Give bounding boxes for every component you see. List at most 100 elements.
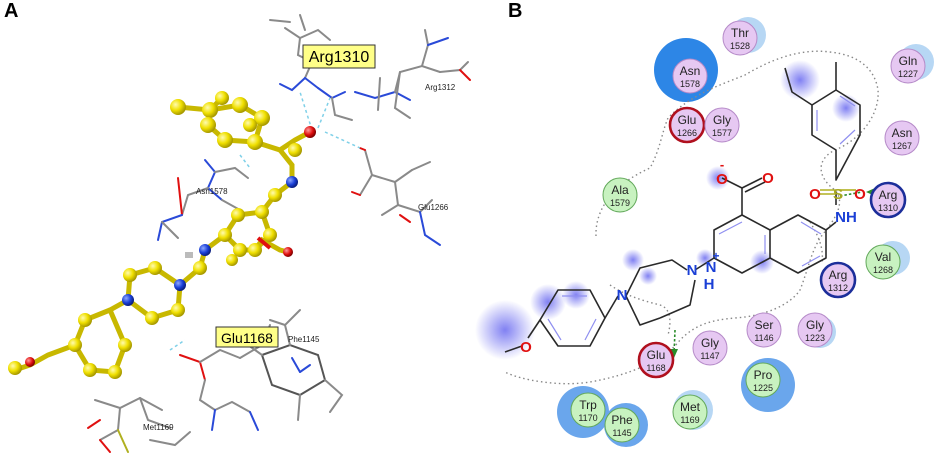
residue-name: Glu [647,348,666,362]
residue-number: 1266 [677,128,697,138]
residue-glu1168: Glu1168 [637,341,675,379]
residue-name: Arg [829,268,848,282]
residue-name: Ser [755,318,774,332]
residue-disc [602,177,638,213]
binding-pocket-outline-inner [609,284,671,336]
residue-met1169: Met1169 [672,394,708,430]
residue-discs: Thr1528Asn1578Glu1266Gly1577Gln1227Asn12… [570,20,926,443]
residue-disc [819,261,857,299]
label-glu1266: Glu1266 [418,203,449,212]
ligand-2d-skeleton [504,62,861,353]
residue-number: 1579 [610,198,630,208]
residue-number: 1267 [892,141,912,151]
residue-number: 1578 [680,79,700,89]
residue-disc [746,312,782,348]
atom-o-methoxy: O [520,339,532,356]
label-met1169: Met1169 [143,423,174,432]
residue-disc [692,330,728,366]
residue-arg1312: Arg1312 [819,261,857,299]
panel-a-label: A [4,0,19,22]
panel-a-binding-pose-3d: Arg1310 Glu1168 Arg1312 Asn1578 Glu1266 … [8,14,471,453]
atom-nh-sulfonamide: NH [835,209,857,226]
residue-disc [745,362,781,398]
atom-n-piperazine-2: N [687,262,698,279]
residue-disc [570,392,606,428]
residue-phe1145-sticks [247,309,344,421]
residue-number: 1227 [898,69,918,79]
label-asn1578: Asn1578 [196,187,228,196]
callout-glu1168: Glu1168 [215,326,279,348]
residue-number: 1147 [700,351,719,361]
residue-name: Arg [879,188,898,202]
ligand-oxygen-atoms [25,126,316,367]
residue-name: Gly [713,113,731,127]
residue-number: 1169 [680,415,699,425]
atom-o-sulfonyl-left: O [809,186,821,203]
residue-number: 1312 [828,283,848,293]
ligand-ball-and-stick [8,91,316,379]
residue-arg1312-sticks [354,29,471,119]
atom-o-carbonyl: O [762,170,774,187]
residue-disc [704,107,740,143]
residue-number: 1528 [730,41,750,51]
hbond-sulfonyl-arrow [839,191,863,197]
residue-disc [722,20,758,56]
residue-glu1266: Glu1266 [668,106,706,144]
residue-name: Asn [680,64,701,78]
residue-disc [637,341,675,379]
ligand-exposure-blobs [475,60,860,360]
atom-s-sulfonyl: S [833,186,843,203]
residue-asn1578-sticks [157,159,249,241]
residue-disc [672,394,708,430]
ligand-carbon-atoms [8,91,302,379]
atom-n-piperazine-1: N [617,287,628,304]
label-arg1312: Arg1312 [425,83,456,92]
label-phe1145: Phe1145 [288,335,320,344]
residue-name: Thr [731,26,749,40]
residue-disc [797,312,833,348]
residue-met1169-sticks [87,396,191,453]
residue-arg1310: Arg1310 [869,181,907,219]
residue-name: Gln [899,54,918,68]
residue-name: Ala [611,183,629,197]
residue-disc [672,58,708,94]
residue-name: Gly [806,318,824,332]
residue-disc [869,181,907,219]
residue-number: 1268 [873,265,893,275]
atom-plus-charge: + [712,249,719,263]
residue-number: 1170 [578,413,597,423]
residue-disc [604,407,640,443]
residue-name: Glu [678,113,697,127]
ligand-nitrogen-atoms [122,176,298,306]
atom-minus-charge: - [720,157,724,172]
residue-disc [668,106,706,144]
protein-residue-sticks [87,14,471,453]
callout-arg1310: Arg1310 [302,44,376,69]
residue-asn1578: Asn1578 [672,58,708,94]
atom-o-sulfonyl-right: O [854,186,866,203]
residue-disc [865,244,901,280]
residue-number: 1577 [712,128,732,138]
residue-name: Val [875,250,891,264]
residue-glu1266-sticks [351,147,441,246]
residue-number: 1146 [754,333,773,343]
residue-number: 1145 [612,428,631,438]
residue-name: Pro [754,368,773,382]
ligand-hydrogen-atom [185,252,193,258]
residue-name: Asn [892,126,913,140]
residue-number: 1168 [646,363,665,373]
hbond-dashes-3d [169,91,361,351]
residue-number: 1223 [805,333,825,343]
residue-name: Gly [701,336,719,350]
residue-disc [884,120,920,156]
